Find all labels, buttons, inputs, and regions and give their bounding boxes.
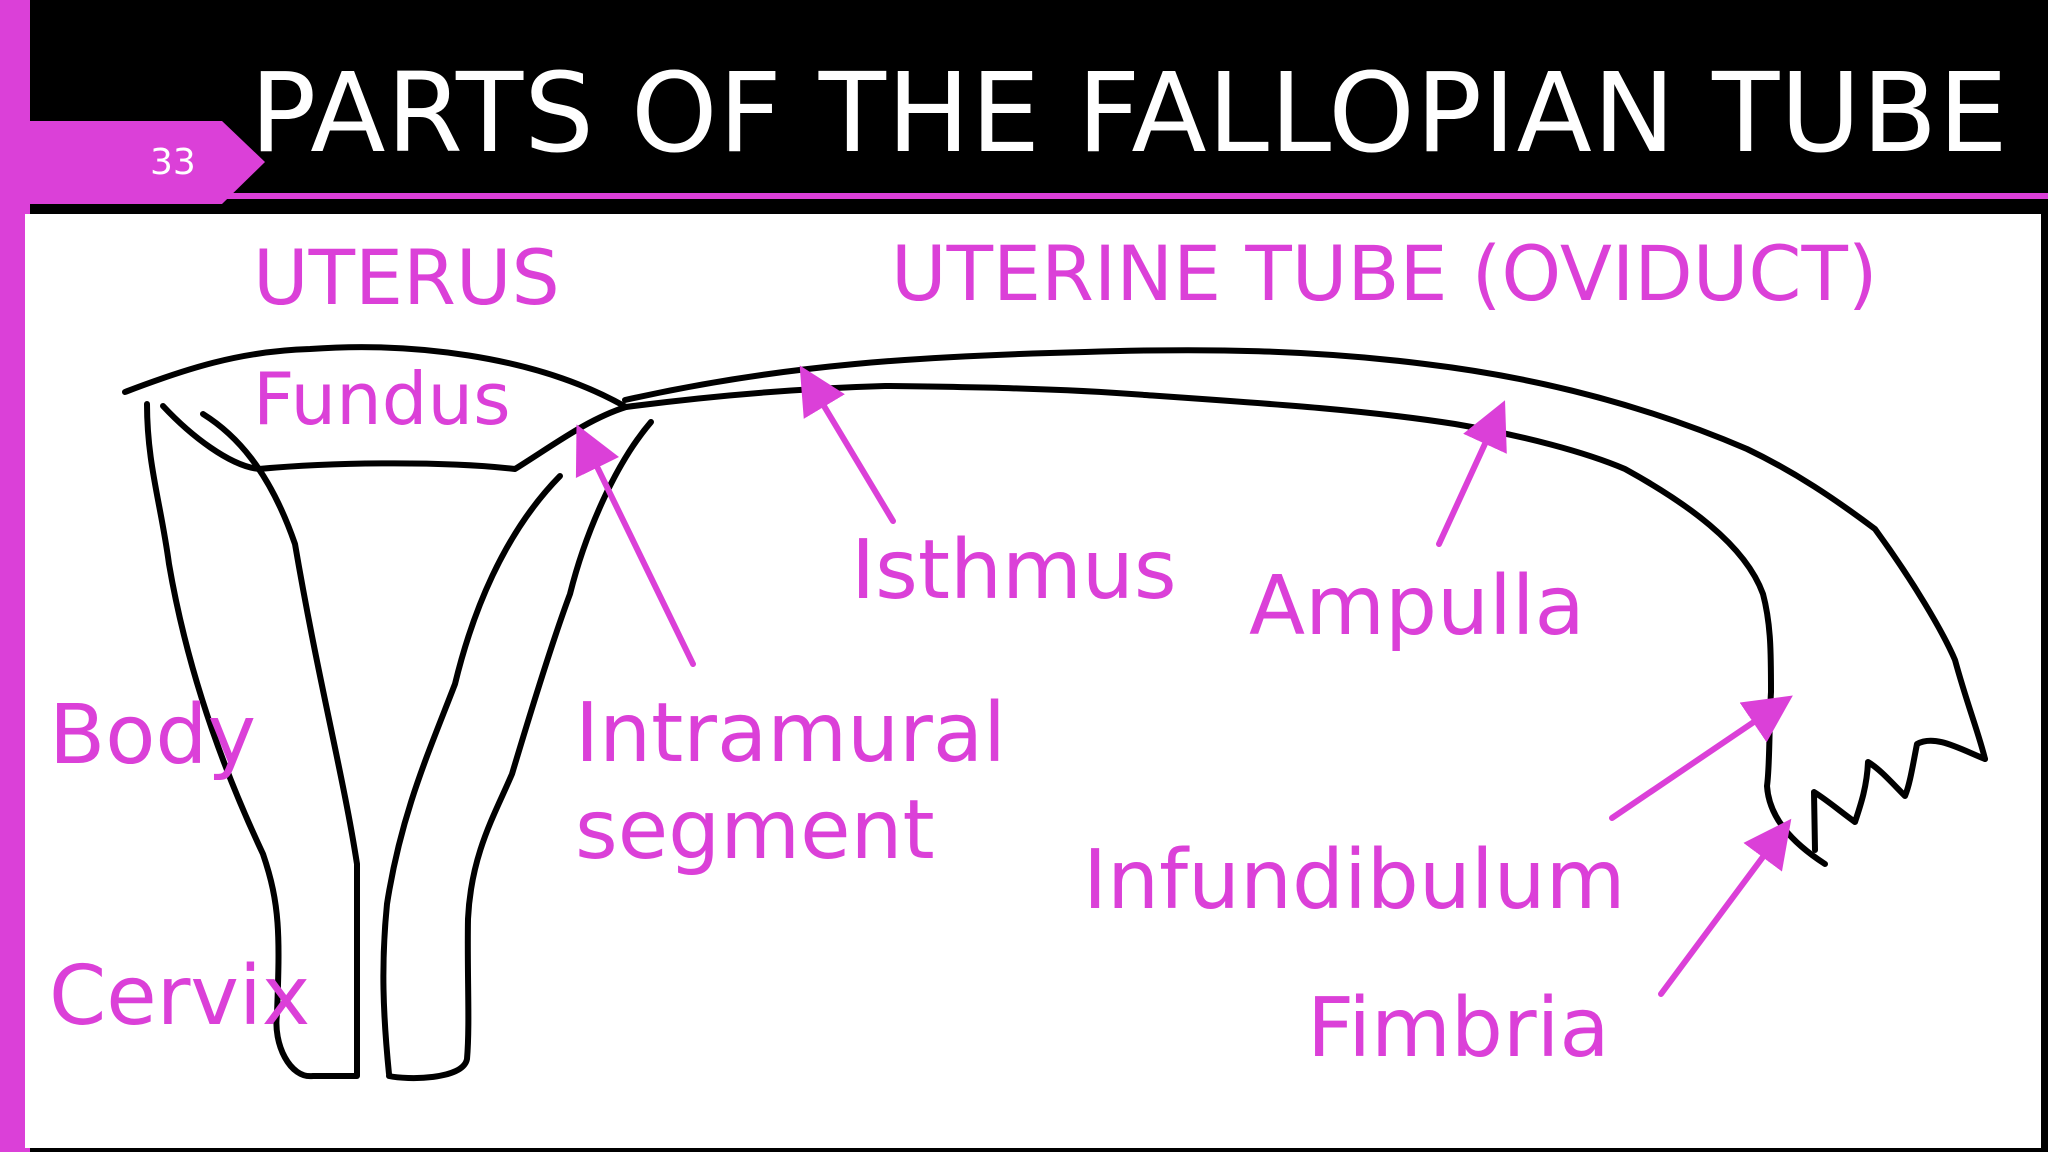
title-divider <box>0 193 2048 199</box>
intramural-label: Intramural <box>575 686 1006 781</box>
fimbria-label: Fimbria <box>1307 981 1610 1076</box>
cervix-label: Cervix <box>49 949 311 1044</box>
fundus-lower-line <box>160 403 629 472</box>
uterus-inner-cavity-line <box>380 473 563 1077</box>
ampulla-arrow <box>1436 400 1507 547</box>
intramural-arrow <box>575 424 696 667</box>
isthmus-arrow <box>799 365 896 524</box>
uterus-label: UTERUS <box>253 233 560 322</box>
uterus-right-wall <box>386 419 654 1082</box>
uterus-left-outer-wall <box>144 401 360 1080</box>
page-number: 33 <box>150 142 196 183</box>
oviduct-upper-line <box>622 347 1988 762</box>
ampulla-label: Ampulla <box>1249 559 1585 654</box>
slide-title: PARTS OF THE FALLOPIAN TUBE <box>250 49 2009 177</box>
fimbria-arrow <box>1658 818 1792 997</box>
diagram-panel: UTERUS UTERINE TUBE (OVIDUCT) Fundus Ist… <box>25 214 2041 1148</box>
uterus-outline <box>122 344 654 1082</box>
isthmus-label: Isthmus <box>851 523 1177 618</box>
label-arrows <box>575 365 1793 997</box>
uterine-tube-label: UTERINE TUBE (OVIDUCT) <box>891 229 1878 318</box>
fallopian-tube-diagram <box>122 344 1988 1082</box>
fundus-upper-line <box>122 344 629 410</box>
segment-label: segment <box>575 783 935 878</box>
fimbria-jagged-edge <box>1811 737 1988 853</box>
body-label: Body <box>49 688 257 783</box>
fundus-label: Fundus <box>253 357 511 441</box>
page-number-tab <box>0 121 265 204</box>
infundibulum-arrow <box>1609 695 1793 821</box>
infundibulum-label: Infundibulum <box>1083 833 1626 928</box>
